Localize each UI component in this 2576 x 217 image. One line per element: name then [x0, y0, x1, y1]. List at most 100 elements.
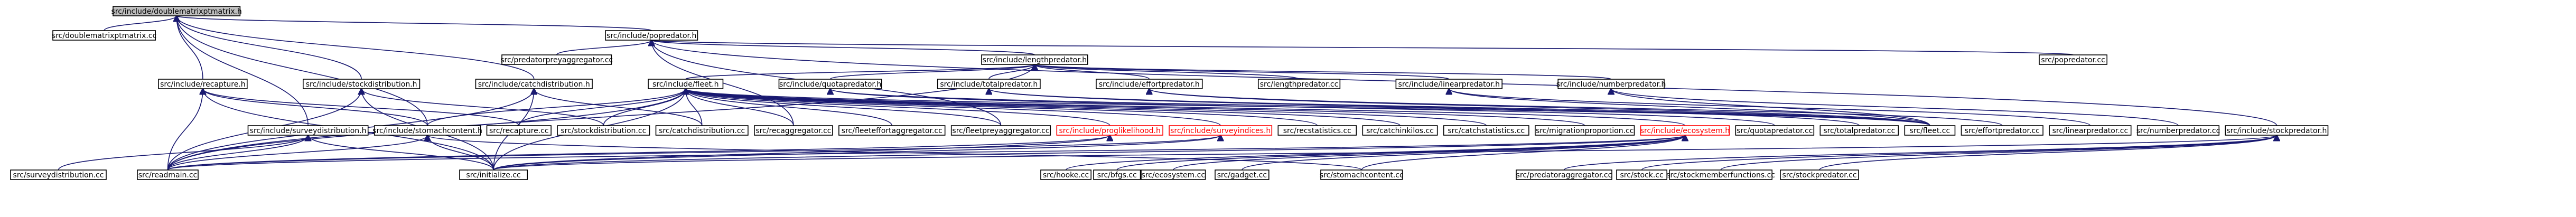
node-box	[1961, 125, 2043, 136]
edge-root-to-survd	[176, 16, 309, 126]
node-box	[1535, 125, 1635, 136]
graph-node-src-include-effortpredator-h[interactable]: src/include/effortpredator.h	[1096, 79, 1203, 89]
node-label: src/include/stockpredator.h	[2226, 127, 2327, 135]
graph-node-src-catchinkilos-cc[interactable]: src/catchinkilos.cc	[1362, 125, 1438, 136]
edge-ecosys-to-initialize	[493, 135, 1685, 171]
graph-node-src-include-catchdistribution-h[interactable]: src/include/catchdistribution.h	[475, 79, 593, 89]
graph-node-src-include-doublematrixptmatrix-h[interactable]: src/include/doublematrixptmatrix.h	[111, 6, 242, 16]
graph-node-src-include-linearpredator-h[interactable]: src/include/linearpredator.h	[1395, 79, 1502, 89]
edge-ecosys-to-ecosys_cc	[1173, 135, 1685, 171]
graph-node-src-bfgs-cc[interactable]: src/bfgs.cc	[1093, 169, 1141, 180]
graph-node-src-include-surveyindices-h[interactable]: src/include/surveyindices.h	[1169, 125, 1273, 136]
graph-node-src-include-stomachcontent-h[interactable]: src/include/stomachcontent.h	[372, 125, 482, 136]
graph-node-src-fleetpreyaggregator-cc[interactable]: src/fleetpreyaggregator.cc	[950, 125, 1051, 136]
graph-node-src-stockmemberfunctions-cc[interactable]: src/stockmemberfunctions.cc	[1666, 169, 1775, 180]
edge-proglik-to-readmain	[167, 135, 1110, 171]
graph-node-src-fleet-cc[interactable]: src/fleet.cc	[1904, 125, 1956, 136]
graph-node-src-stomachcontent-cc[interactable]: src/stomachcontent.cc	[1320, 169, 1404, 180]
graph-node-src-include-totalpredator-h[interactable]: src/include/totalpredator.h	[937, 79, 1041, 89]
graph-node-src-gadget-cc[interactable]: src/gadget.cc	[1215, 169, 1270, 180]
graph-node-src-include-ecosystem-h[interactable]: src/include/ecosystem.h	[1640, 125, 1730, 136]
node-label: src/catchstatistics.cc	[1448, 127, 1525, 135]
graph-node-src-recstatistics-cc[interactable]: src/recstatistics.cc	[1277, 125, 1357, 136]
graph-node-src-fleeteffortaggregator-cc[interactable]: src/fleeteffortaggregator.cc	[838, 125, 946, 136]
edge-popp-to-predpreyagg	[556, 40, 652, 55]
node-label: src/include/doublematrixptmatrix.h	[111, 7, 242, 16]
graph-node-src-doublematrixptmatrix-cc[interactable]: src/doublematrixptmatrix.cc	[52, 30, 156, 41]
graph-node-src-include-numberpredator-h[interactable]: src/include/numberpredator.h	[1556, 79, 1666, 89]
edge-survidx-to-readmain	[167, 135, 1221, 171]
node-box	[1904, 125, 1956, 136]
node-box	[247, 125, 369, 136]
graph-node-src-ecosystem-cc[interactable]: src/ecosystem.cc	[1141, 169, 1206, 180]
edge-stockp-to-stock_cc	[1641, 135, 2277, 171]
graph-node-src-surveydistribution-cc[interactable]: src/surveydistribution.cc	[10, 169, 107, 180]
edge-root-to-catchd	[176, 16, 535, 80]
edge-catchd-to-catchd_cc	[534, 89, 703, 126]
graph-node-src-include-recapture-h[interactable]: src/include/recapture.h	[158, 79, 248, 89]
node-box	[557, 125, 650, 136]
edge-ecosys-to-readmain	[167, 135, 1685, 171]
graph-node-src-effortpredator-cc[interactable]: src/effortpredator.cc	[1961, 125, 2043, 136]
graph-node-src-catchdistribution-cc[interactable]: src/catchdistribution.cc	[655, 125, 749, 136]
graph-node-src-include-stockdistribution-h[interactable]: src/include/stockdistribution.h	[303, 79, 421, 89]
edge-popp-to-popp_cc	[651, 40, 2074, 55]
node-label: src/readmain.cc	[138, 171, 198, 180]
graph-node-src-quotapredator-cc[interactable]: src/quotapredator.cc	[1735, 125, 1815, 136]
graph-node-src-include-fleet-h[interactable]: src/include/fleet.h	[648, 79, 724, 89]
node-label: src/fleet.cc	[1910, 127, 1950, 135]
node-label: src/initialize.cc	[466, 171, 520, 180]
edge-root-to-stomach	[176, 16, 428, 126]
node-label: src/include/linearpredator.h	[1398, 80, 1500, 89]
graph-node-src-totalpredator-cc[interactable]: src/totalpredator.cc	[1819, 125, 1899, 136]
graph-node-src-lengthpredator-cc[interactable]: src/lengthpredator.cc	[1257, 79, 1341, 89]
edge-lenpred-to-linearp	[1034, 64, 1450, 80]
node-box	[374, 125, 481, 136]
graph-node-src-stockdistribution-cc[interactable]: src/stockdistribution.cc	[557, 125, 650, 136]
node-box	[838, 125, 946, 136]
node-label: src/hooke.cc	[1043, 171, 1089, 180]
node-box	[1735, 125, 1815, 136]
node-label: src/catchdistribution.cc	[659, 127, 745, 135]
graph-node-src-hooke-cc[interactable]: src/hooke.cc	[1040, 169, 1091, 180]
node-label: src/fleeteffortaggregator.cc	[842, 127, 942, 135]
graph-node-src-include-stockpredator-h[interactable]: src/include/stockpredator.h	[2225, 125, 2329, 136]
graph-node-src-stockpredator-cc[interactable]: src/stockpredator.cc	[1780, 169, 1859, 180]
graph-node-src-predatorpreyaggregator-cc[interactable]: src/predatorpreyaggregator.cc	[500, 54, 613, 65]
node-box	[754, 125, 833, 136]
graph-node-src-include-quotapredator-h[interactable]: src/include/quotapredator.h	[778, 79, 882, 89]
graph-node-src-include-lengthpredator-h[interactable]: src/include/lengthpredator.h	[981, 54, 1088, 65]
graph-node-src-include-popredator-h[interactable]: src/include/popredator.h	[605, 30, 698, 41]
node-label: src/stomachcontent.cc	[1320, 171, 1404, 180]
node-box	[605, 30, 698, 41]
node-box	[2225, 125, 2329, 136]
graph-node-src-numberpredator-cc[interactable]: src/numberpredator.cc	[2136, 125, 2220, 136]
node-label: src/include/popredator.h	[606, 32, 696, 40]
node-box	[303, 79, 421, 89]
node-box	[1320, 169, 1403, 180]
edge-fleet-to-fleetpreyagg	[686, 89, 1002, 126]
graph-node-src-predatoraggregator-cc[interactable]: src/predatoraggregator.cc	[1516, 169, 1612, 180]
graph-node-src-recapture-cc[interactable]: src/recapture.cc	[486, 125, 552, 136]
node-box	[1616, 169, 1667, 180]
node-label: src/include/effortpredator.h	[1099, 80, 1200, 89]
graph-node-src-include-surveydistribution-h[interactable]: src/include/surveydistribution.h	[247, 125, 369, 136]
graph-node-src-migrationproportion-cc[interactable]: src/migrationproportion.cc	[1535, 125, 1635, 136]
edge-fleet-to-stomach	[427, 89, 686, 126]
graph-node-src-initialize-cc[interactable]: src/initialize.cc	[459, 169, 528, 180]
node-box	[1819, 125, 1899, 136]
graph-node-src-linearpredator-cc[interactable]: src/linearpredator.cc	[2049, 125, 2132, 136]
edge-totalp-to-fleet_cc	[989, 89, 1930, 126]
edge-proglik-to-initialize	[493, 135, 1110, 171]
node-box	[113, 6, 241, 16]
graph-node-src-stock-cc[interactable]: src/stock.cc	[1616, 169, 1667, 180]
node-box	[1516, 169, 1612, 180]
edge-quotap-to-fleet_cc	[830, 89, 1930, 126]
edge-recap-to-recap_cc	[203, 89, 520, 126]
graph-node-src-readmain-cc[interactable]: src/readmain.cc	[137, 169, 199, 180]
graph-node-src-include-proglikelihood-h[interactable]: src/include/proglikelihood.h	[1056, 125, 1163, 136]
node-label: src/doublematrixptmatrix.cc	[52, 32, 156, 40]
graph-node-src-recaggregator-cc[interactable]: src/recaggregator.cc	[754, 125, 833, 136]
graph-node-src-catchstatistics-cc[interactable]: src/catchstatistics.cc	[1443, 125, 1529, 136]
graph-node-src-popredator-cc[interactable]: src/popredator.cc	[2039, 54, 2107, 65]
